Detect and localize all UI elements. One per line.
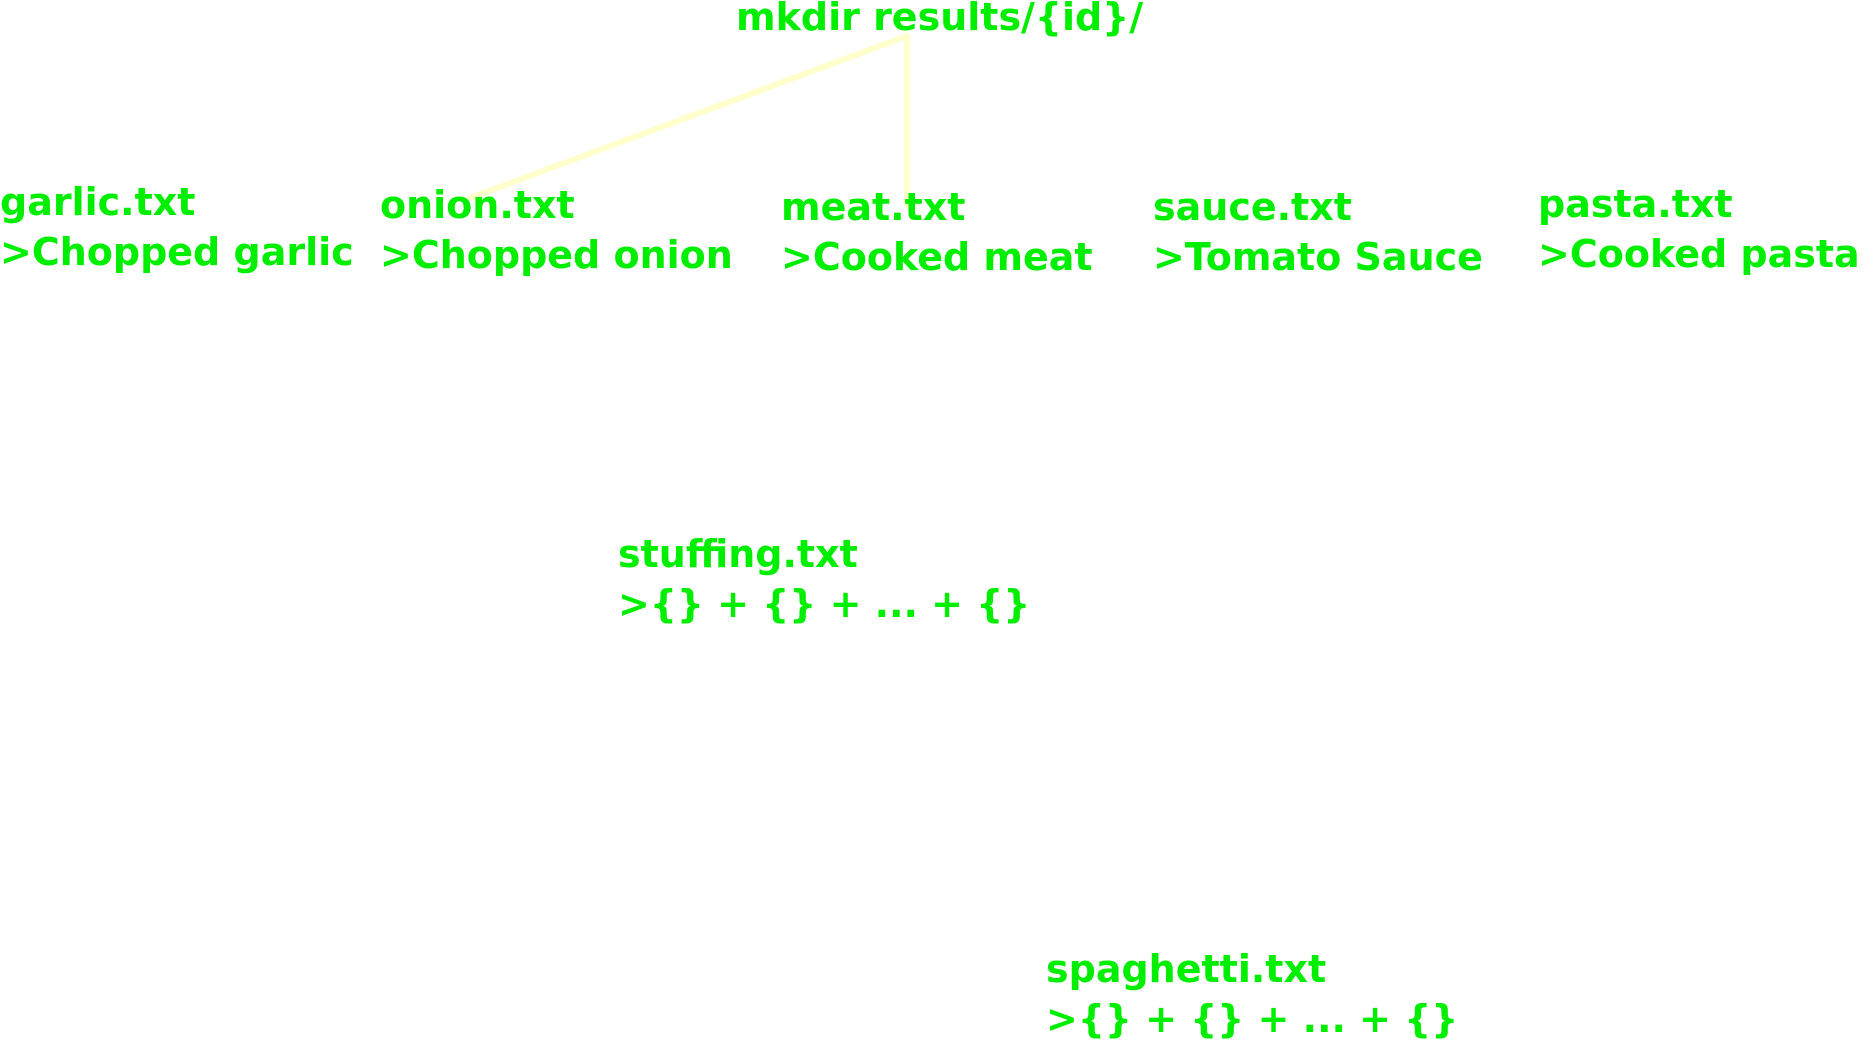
sauce-node-body: >Tomato Sauce xyxy=(1153,235,1483,279)
pasta-node-title: pasta.txt xyxy=(1538,182,1733,226)
garlic-node: garlic.txt >Chopped garlic xyxy=(0,177,354,277)
onion-node-title: onion.txt xyxy=(380,183,575,227)
onion-node: onion.txt >Chopped onion xyxy=(380,180,733,280)
sauce-node-title: sauce.txt xyxy=(1153,185,1352,229)
root-node-title: mkdir results/{id}/ xyxy=(736,0,1144,39)
meat-node: meat.txt >Cooked meat xyxy=(781,182,1093,282)
sauce-node: sauce.txt >Tomato Sauce xyxy=(1153,182,1483,282)
pasta-node: pasta.txt >Cooked pasta xyxy=(1538,179,1860,279)
pasta-node-body: >Cooked pasta xyxy=(1538,232,1860,276)
spaghetti-node: spaghetti.txt >{} + {} + ... + {} xyxy=(1046,944,1458,1044)
garlic-node-title: garlic.txt xyxy=(0,180,196,224)
onion-node-body: >Chopped onion xyxy=(380,233,733,277)
edge-root-onion xyxy=(467,33,910,201)
stuffing-node-body: >{} + {} + ... + {} xyxy=(618,582,1031,626)
meat-node-title: meat.txt xyxy=(781,185,966,229)
garlic-node-body: >Chopped garlic xyxy=(0,230,354,274)
spaghetti-node-body: >{} + {} + ... + {} xyxy=(1046,997,1459,1041)
spaghetti-node-title: spaghetti.txt xyxy=(1046,947,1327,991)
root-node: mkdir results/{id}/ xyxy=(736,0,1143,42)
meat-node-body: >Cooked meat xyxy=(781,235,1093,279)
stuffing-node: stuffing.txt >{} + {} + ... + {} xyxy=(618,529,1030,629)
stuffing-node-title: stuffing.txt xyxy=(618,532,858,576)
